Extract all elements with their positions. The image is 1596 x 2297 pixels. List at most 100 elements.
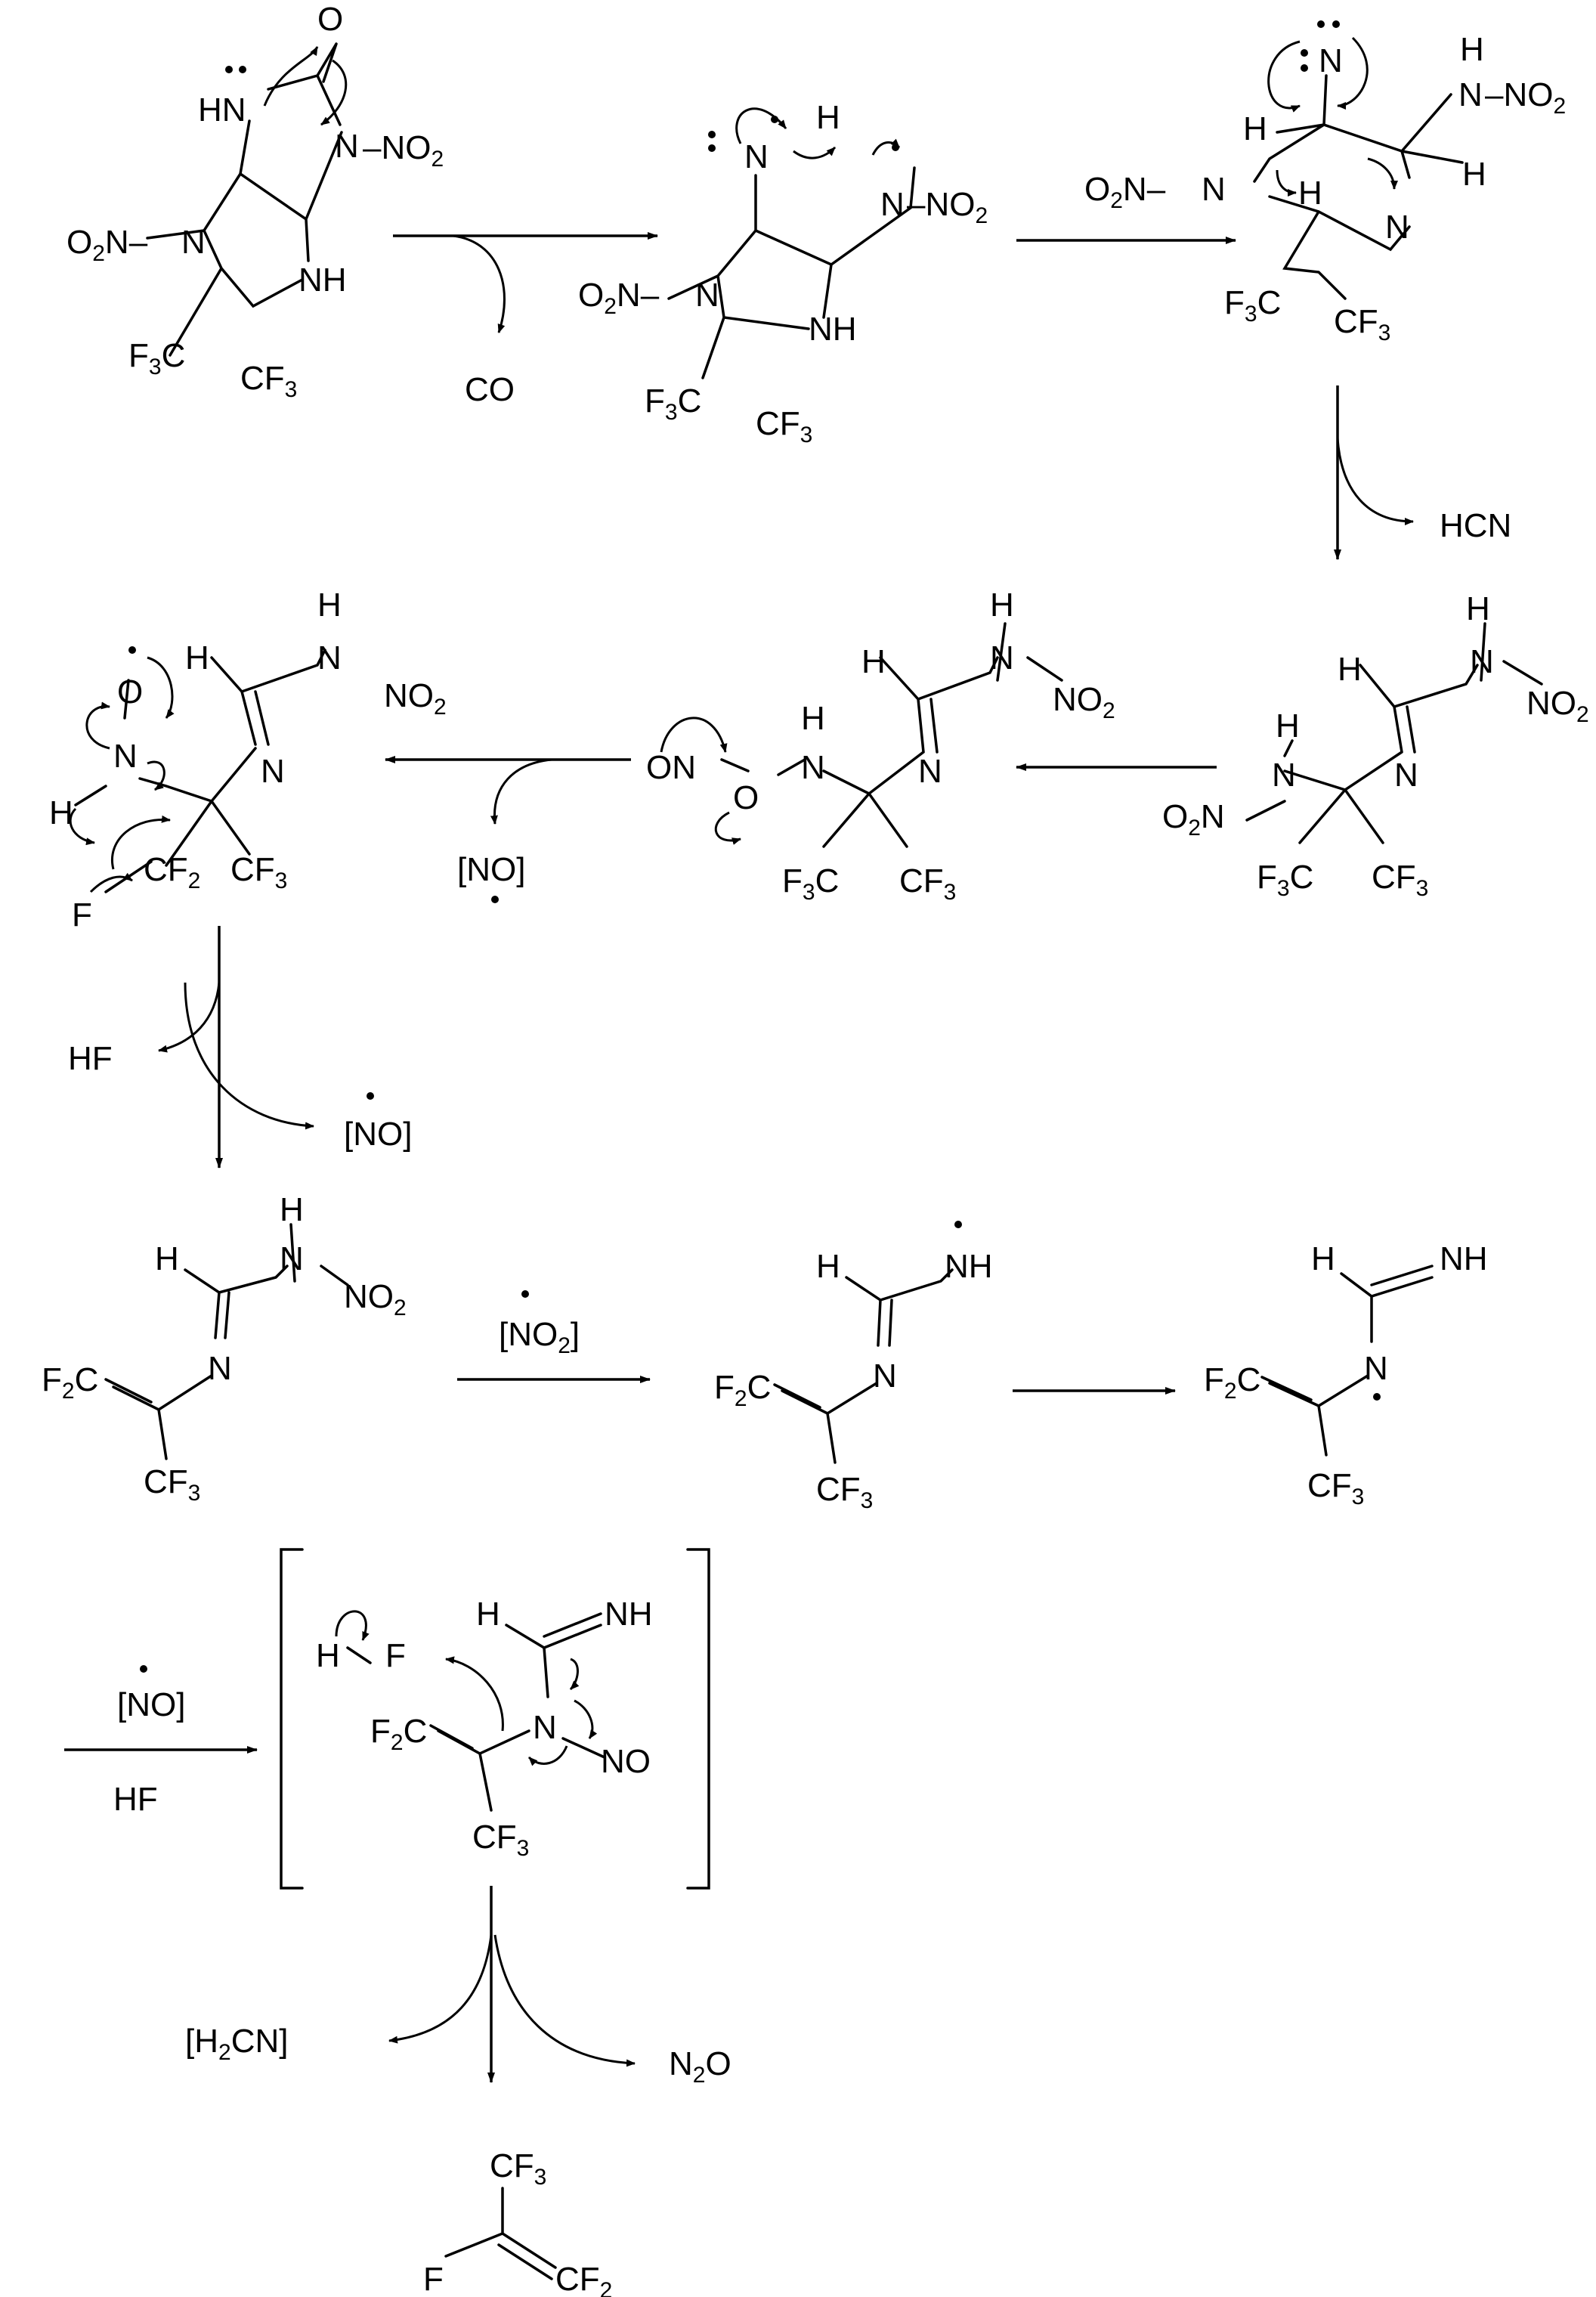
byproduct-co: CO	[465, 371, 515, 408]
label-n: N	[208, 1350, 232, 1387]
label-h: H	[1466, 590, 1490, 627]
nitro-group: NO2	[1526, 685, 1589, 727]
label-n: N	[873, 1357, 897, 1395]
bracketed-nitroso-intermediate: H F H NH N NO F2C CF3	[280, 1548, 710, 1890]
reaction-arrow-6: HF [NO]	[68, 926, 412, 1169]
cf2-alkene-group: F2C	[370, 1713, 427, 1755]
nitro-group-left: O2N–	[66, 224, 148, 266]
label-h: H	[1276, 707, 1300, 745]
nitro-group: NO2	[384, 677, 447, 720]
nitro-group-left: O2N–	[1084, 171, 1166, 213]
byproduct-no-radical: [NO]	[457, 851, 525, 888]
molecule-7-vinyl-nitroamidine: H H N NO2 N F2C CF3	[42, 1191, 407, 1506]
molecule-1-bicyclic-urea: O HN N –NO2 O2N– N NH F3C CF3	[66, 1, 444, 402]
label-h: H	[316, 1637, 340, 1674]
label-n: N	[801, 749, 825, 786]
cf3-group: F3C	[128, 337, 185, 379]
byproduct-hf: HF	[68, 1040, 113, 1077]
label-n: N	[1319, 42, 1343, 79]
label-h: H	[317, 587, 342, 624]
cf2-alkene-group: F2C	[42, 1361, 98, 1404]
reagent-no-radical: [NO]	[117, 1686, 185, 1723]
cf3-group: CF3	[230, 851, 287, 893]
cf3-group: F3C	[782, 862, 839, 905]
reaction-arrow-10: [H2CN] N2O	[185, 1886, 732, 2088]
nitro-group: –NO2	[1485, 76, 1566, 119]
reaction-arrow-9: [NO] HF	[64, 1665, 258, 1818]
label-nh: NH	[945, 1248, 993, 1285]
label-n: N	[695, 277, 719, 314]
label-n: N	[113, 738, 138, 775]
label-n: N	[1202, 171, 1226, 208]
label-n: N	[990, 639, 1014, 676]
cf3-group: CF3	[756, 405, 812, 447]
label-n: N	[533, 1709, 557, 1746]
label-h: H	[1462, 156, 1486, 193]
label-h: H	[280, 1191, 304, 1228]
byproduct-h2cn: [H2CN]	[185, 2023, 288, 2065]
cf2-alkene-group: F2C	[714, 1369, 771, 1411]
molecule-2-diaminoimidazolidine: N H N –NO2 O2N– N NH F3C CF3	[578, 99, 988, 447]
reagent-no2-radical: [NO2]	[499, 1316, 580, 1358]
nitro-group: –NO2	[907, 186, 988, 228]
molecule-4-nitroamine-amidine: H N H NO2 H N N O2N F3C CF3	[1162, 590, 1589, 901]
reagent-hf: HF	[113, 1781, 158, 1818]
reaction-arrow-3: HCN	[1334, 385, 1511, 560]
label-h: H	[1460, 31, 1484, 68]
label-o: O	[733, 779, 759, 816]
label-o: O	[117, 673, 143, 710]
label-n: N	[261, 753, 285, 790]
label-n: N	[1458, 76, 1483, 113]
nitro-group-left: O2N	[1162, 798, 1225, 840]
label-n: N	[317, 639, 342, 676]
label-f: F	[72, 896, 92, 933]
cf3-group: CF3	[144, 1463, 200, 1506]
cf3-group: CF3	[1334, 303, 1390, 345]
label-f: F	[423, 2261, 444, 2297]
label-h: H	[1338, 651, 1362, 688]
molecule-8-aminyl-radical: H NH N F2C CF3	[714, 1221, 993, 1513]
final-product-hexafluoropropene: CF3 F CF2	[423, 2147, 612, 2297]
label-no: NO	[601, 1743, 651, 1780]
label-n: N	[335, 128, 359, 165]
cf2-group: CF2	[144, 851, 200, 893]
label-n: N	[181, 224, 206, 261]
molecule-6-aminoxyl-radical: H H N NO2 O N N H CF2 CF3 F	[49, 587, 447, 933]
label-nh: NH	[809, 311, 857, 348]
label-h: H	[1311, 1240, 1335, 1277]
label-h: H	[155, 1240, 179, 1277]
label-h: H	[801, 700, 825, 737]
cf3-group: CF3	[1372, 859, 1428, 901]
label-nh: NH	[1440, 1240, 1488, 1277]
label-n: N	[1385, 209, 1409, 246]
cf3-group: CF3	[816, 1471, 873, 1513]
cf3-group: F3C	[1257, 859, 1313, 901]
label-h: H	[476, 1596, 500, 1633]
molecule-5-nitrite-intermediate: H N H NO2 H N N ON O F3C CF3	[646, 587, 1115, 905]
cf3-group: CF3	[899, 862, 956, 905]
label-n: N	[744, 138, 769, 175]
byproduct-hcn: HCN	[1440, 507, 1511, 544]
reaction-arrow-7: [NO2]	[457, 1290, 651, 1383]
label-h: H	[816, 99, 840, 136]
reaction-arrow-5: [NO]	[385, 756, 631, 903]
label-nh: NH	[605, 1596, 653, 1633]
nitro-group: NO2	[344, 1278, 407, 1320]
byproduct-no-radical: [NO]	[344, 1116, 412, 1153]
label-f: F	[385, 1637, 406, 1674]
label-on: ON	[646, 749, 696, 786]
cf3-group: CF3	[1307, 1467, 1364, 1509]
label-h: H	[861, 643, 886, 680]
molecule-9-iminyl-radical: H NH N F2C CF3	[1204, 1240, 1488, 1509]
label-h: H	[185, 639, 209, 676]
cf3-group: F3C	[645, 382, 701, 425]
label-h: H	[49, 794, 73, 831]
cf3-group: CF3	[490, 2147, 546, 2190]
label-n: N	[918, 753, 942, 790]
label-n: N	[280, 1240, 304, 1277]
nitro-group-left: O2N–	[578, 277, 660, 319]
label-n: N	[1272, 757, 1296, 794]
nitro-group: –NO2	[363, 129, 444, 172]
cf3-group: F3C	[1224, 284, 1281, 327]
